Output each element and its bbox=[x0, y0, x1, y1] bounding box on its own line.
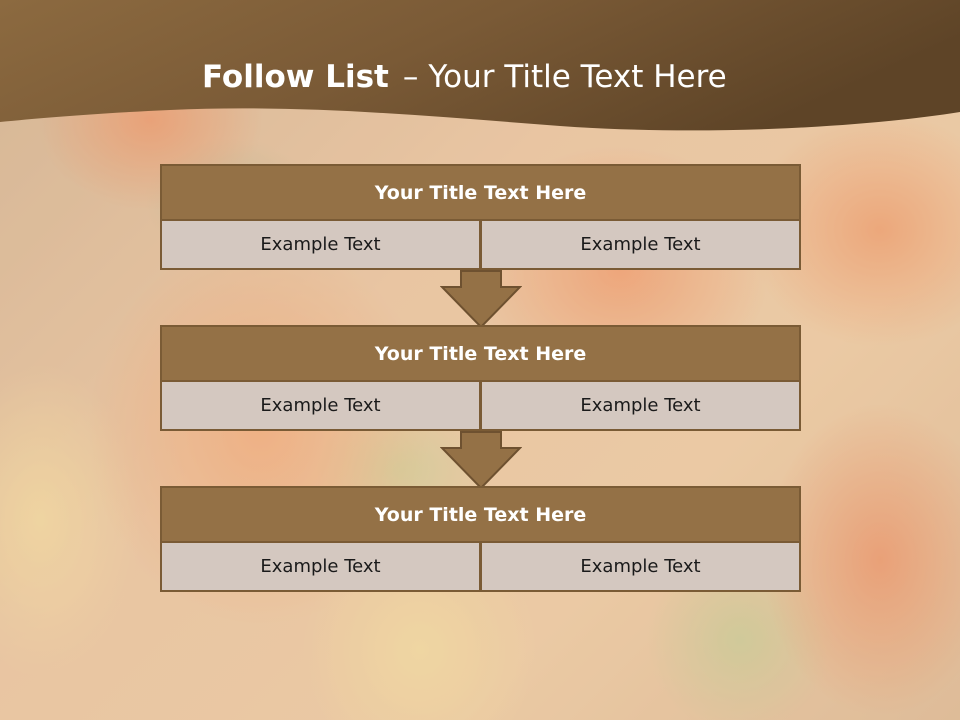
step-item: Example Text bbox=[160, 543, 481, 592]
step-item: Example Text bbox=[481, 543, 801, 592]
step-item: Example Text bbox=[481, 221, 801, 270]
step-item: Example Text bbox=[160, 221, 481, 270]
down-arrow-icon bbox=[440, 270, 522, 328]
down-arrow-icon bbox=[440, 431, 522, 489]
step-block-3: Your Title Text Here Example Text Exampl… bbox=[160, 486, 801, 592]
slide-title-text: Your Title Text Here bbox=[428, 59, 727, 95]
step-items-row: Example Text Example Text bbox=[160, 382, 801, 431]
step-title: Your Title Text Here bbox=[160, 486, 801, 543]
slide-title-bold: Follow List bbox=[202, 59, 389, 95]
step-items-row: Example Text Example Text bbox=[160, 543, 801, 592]
step-item: Example Text bbox=[481, 382, 801, 431]
step-block-2: Your Title Text Here Example Text Exampl… bbox=[160, 325, 801, 431]
step-title: Your Title Text Here bbox=[160, 325, 801, 382]
step-item: Example Text bbox=[160, 382, 481, 431]
step-items-row: Example Text Example Text bbox=[160, 221, 801, 270]
step-block-1: Your Title Text Here Example Text Exampl… bbox=[160, 164, 801, 270]
step-title: Your Title Text Here bbox=[160, 164, 801, 221]
header-band bbox=[0, 0, 960, 131]
slide-title: Follow List–Your Title Text Here bbox=[202, 55, 727, 99]
slide-title-separator: – bbox=[402, 59, 419, 95]
